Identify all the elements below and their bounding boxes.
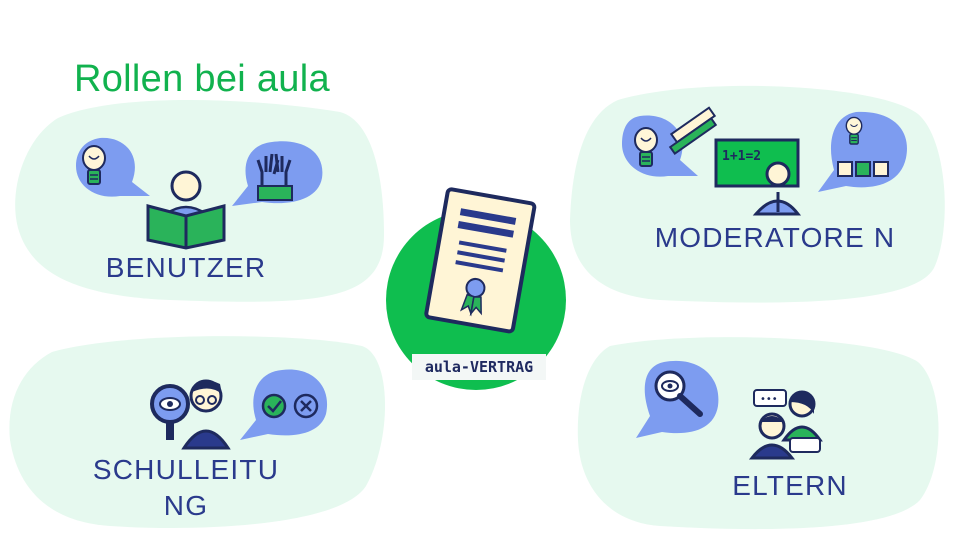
eltern-icons: ••• bbox=[636, 360, 823, 460]
reading-person-icon bbox=[146, 170, 226, 250]
parents-chat-icon: ••• bbox=[748, 389, 823, 460]
benutzer-icons bbox=[76, 137, 323, 250]
raised-hands-bubble-icon bbox=[232, 141, 323, 206]
contract-circle bbox=[386, 187, 566, 390]
page-title: Rollen bei aula bbox=[74, 58, 330, 100]
teacher-board-icon: 1+1=2 bbox=[714, 138, 802, 216]
role-label-moderator: MODERATORE N bbox=[654, 222, 896, 253]
lightbulb-bubble-icon bbox=[622, 115, 698, 177]
role-label-benutzer: BENUTZER bbox=[105, 252, 267, 283]
certificate-icon bbox=[424, 187, 537, 334]
idea-flow-bubble-icon bbox=[818, 111, 907, 192]
board-text: 1+1=2 bbox=[722, 149, 761, 164]
role-label-eltern: ELTERN bbox=[732, 470, 848, 501]
role-label-schulleitung: SCHULLEITU NG bbox=[92, 454, 280, 521]
chat-dots-glyph: ••• bbox=[760, 394, 778, 405]
lightbulb-bubble-icon bbox=[76, 137, 150, 197]
approve-reject-bubble-icon bbox=[240, 369, 328, 440]
schulleitung-icons bbox=[150, 369, 328, 450]
woman-glasses-icon bbox=[181, 379, 231, 450]
contract-label: aula-VERTRAG bbox=[412, 354, 546, 380]
magnifier-eye-icon bbox=[150, 384, 190, 440]
pencil-ruler-icon bbox=[668, 106, 718, 156]
search-eye-bubble-icon bbox=[636, 360, 719, 438]
moderator-icons: 1+1=2 bbox=[622, 106, 907, 216]
